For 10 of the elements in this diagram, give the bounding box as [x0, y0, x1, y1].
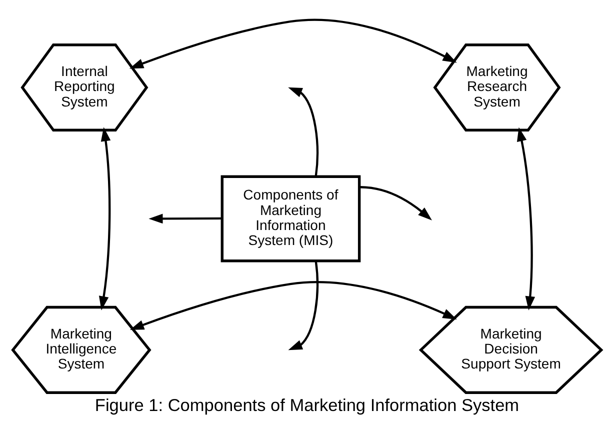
caption: Figure 1: Components of Marketing Information System — [94, 394, 520, 414]
arrow — [360, 186, 432, 220]
arrow — [129, 18, 457, 68]
node-box: Components of Marketing Information System (MIS) — [220, 174, 361, 262]
arrow — [516, 126, 536, 310]
arrow — [288, 86, 319, 176]
arrow — [130, 280, 457, 330]
arrow — [98, 126, 111, 310]
arrow — [148, 213, 222, 224]
arrow — [288, 260, 319, 350]
